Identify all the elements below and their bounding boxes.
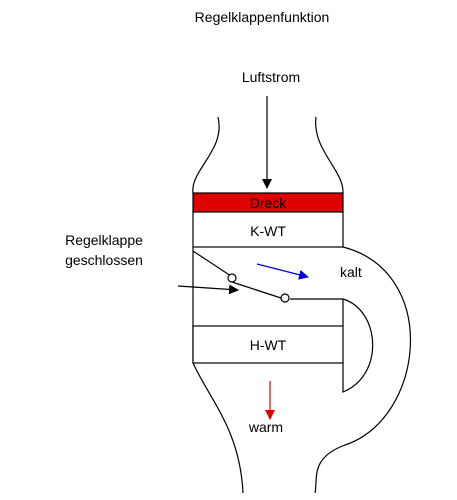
bypass-outer-duct xyxy=(314,246,412,494)
cold-air-arrow xyxy=(256,263,309,280)
damper-label-line2: geschlossen xyxy=(65,252,143,268)
cold-label: kalt xyxy=(340,264,362,280)
warm-label: warm xyxy=(248,419,283,435)
damper-flap-segment-1 xyxy=(192,250,232,277)
dirt-label: Dreck xyxy=(250,195,288,211)
cooler-box xyxy=(192,211,344,248)
damper-pivot-2 xyxy=(280,293,290,303)
damper-pivot-1 xyxy=(227,273,237,283)
airflow-label: Luftstrom xyxy=(242,69,300,85)
damper-pointer-arrow xyxy=(177,284,239,295)
cooler-label: K-WT xyxy=(250,223,286,239)
damper-flap-segment-2 xyxy=(231,281,285,300)
damper-label-line1: Regelklappe xyxy=(65,232,143,248)
duct-upper-right-wall xyxy=(315,116,344,194)
heater-label: H-WT xyxy=(250,337,287,353)
duct-upper-left-wall xyxy=(192,116,220,194)
heater-box xyxy=(192,325,344,364)
bypass-inner-curve xyxy=(342,298,374,393)
diagram-title: Regelklappenfunktion xyxy=(195,9,330,25)
duct-lower-left-wall xyxy=(192,362,244,494)
